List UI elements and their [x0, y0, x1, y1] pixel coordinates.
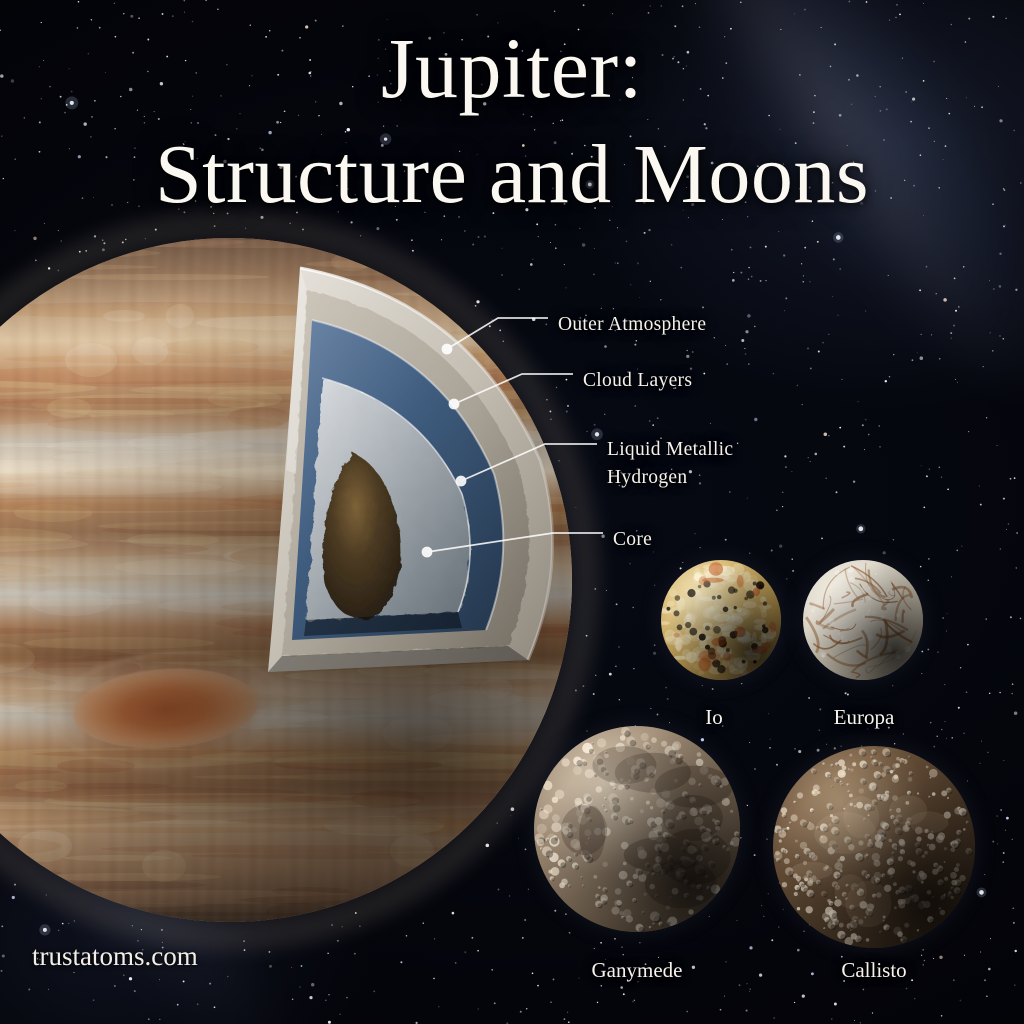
- label-cloud-layers: Cloud Layers: [583, 370, 693, 391]
- moon-label-io: Io: [705, 705, 723, 729]
- moon-label-europa: Europa: [833, 705, 895, 729]
- jupiter-disk: [0, 238, 572, 922]
- jupiter-planet: [0, 212, 598, 948]
- label-core: Core: [613, 529, 653, 550]
- label-outer-atmosphere: Outer Atmosphere: [558, 314, 707, 335]
- watermark: trustatoms.com: [32, 941, 198, 971]
- moon-label-ganymede: Ganymede: [591, 958, 683, 982]
- moon-europa: [803, 560, 923, 680]
- page-title-line-1: Jupiter:: [381, 20, 643, 116]
- label-liquid-metallic-hydrogen: Liquid Metallic Hydrogen: [607, 439, 734, 489]
- moon-label-callisto: Callisto: [841, 958, 907, 982]
- page-title-line-2: Structure and Moons: [154, 128, 870, 221]
- moon-callisto: [773, 746, 975, 948]
- moon-io: [661, 560, 781, 680]
- moon-ganymede: [534, 726, 740, 932]
